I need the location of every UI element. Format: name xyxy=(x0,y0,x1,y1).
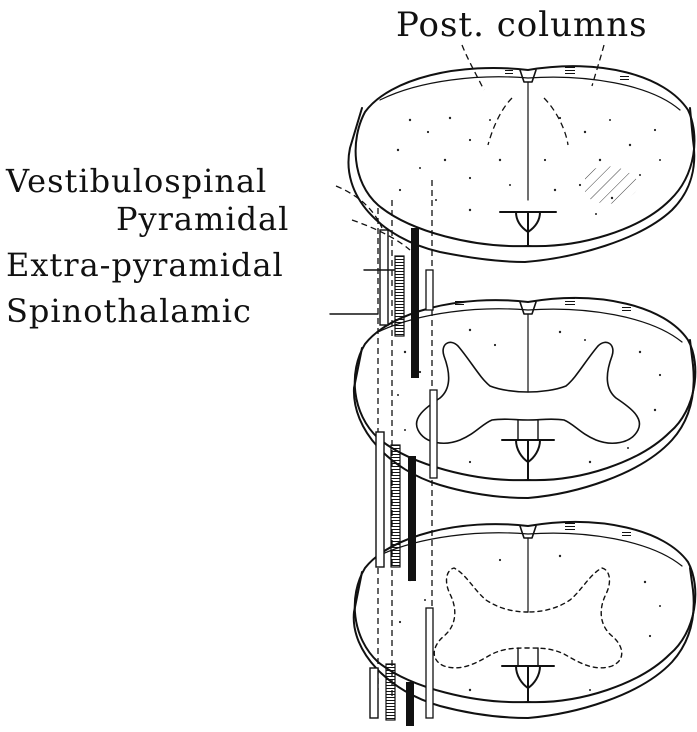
label-pyramidal: Pyramidal xyxy=(116,200,289,238)
cord-section-lower xyxy=(354,522,696,718)
cord-section-middle xyxy=(354,298,695,498)
label-posterior-columns: Post. columns xyxy=(396,5,648,45)
label-spinothalamic: Spinothalamic xyxy=(6,292,252,330)
tract-rods xyxy=(370,180,437,726)
label-vestibulospinal: Vestibulospinal xyxy=(5,162,267,200)
label-extrapyramidal: Extra-pyramidal xyxy=(6,246,284,284)
cord-section-upper xyxy=(348,66,694,262)
vestibulospinal-tract xyxy=(370,230,388,718)
leader-lines xyxy=(330,45,604,314)
extrapyramidal-tract xyxy=(386,256,404,720)
